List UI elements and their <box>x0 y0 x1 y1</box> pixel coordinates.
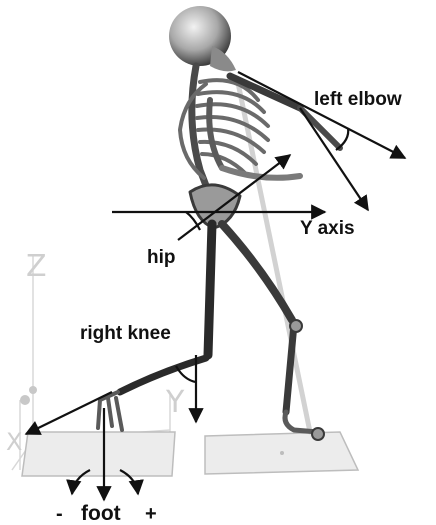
foot-platforms <box>22 432 358 476</box>
left-elbow-label: left elbow <box>314 90 402 109</box>
foot-label: foot <box>81 503 121 524</box>
left-tibia <box>286 324 294 412</box>
elbow-arrow-b <box>300 108 368 210</box>
hip-label: hip <box>147 248 176 267</box>
right-upper-arm <box>209 100 222 168</box>
elbow-arrow-a <box>238 72 405 158</box>
y-axis-label: Y axis <box>300 219 355 238</box>
right-knee-label: right knee <box>80 324 171 343</box>
x-axis-letter: X <box>6 430 22 454</box>
z-axis-letter: Z <box>26 252 47 282</box>
right-tibia <box>120 358 206 392</box>
left-platform <box>22 432 175 476</box>
left-femur <box>222 224 292 320</box>
y-axis-letter: Y <box>166 388 184 418</box>
right-femur <box>208 224 212 355</box>
plus-label: + <box>145 504 157 524</box>
minus-label: - <box>56 504 63 524</box>
left-foot <box>285 412 318 432</box>
